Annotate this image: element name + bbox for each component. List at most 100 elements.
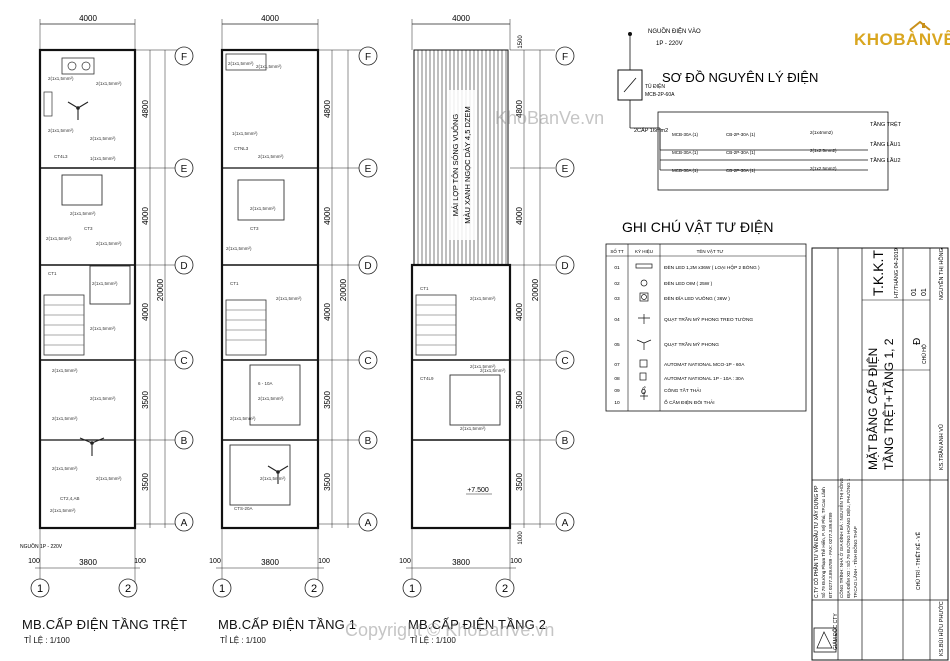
segment-dim: 4000	[141, 207, 150, 225]
svg-text:2(1x1,5mm²): 2(1x1,5mm²)	[96, 81, 122, 86]
svg-text:2(1x1,5mm²): 2(1x1,5mm²)	[92, 281, 118, 286]
plan-bottom-dim: 3800	[79, 558, 97, 567]
plan-floor-2: 4000 MÁI LỢP TÔN SÓNG VUÔNG MÀU XANH NGỌ…	[399, 14, 555, 598]
svg-text:2(1x1,5mm²): 2(1x1,5mm²)	[260, 476, 286, 481]
segment-dim: 3500	[141, 391, 150, 409]
legend-no: 07	[614, 362, 620, 368]
segment-dim: 3500	[141, 473, 150, 491]
svg-text:CT1: CT1	[420, 286, 429, 291]
row-label: C	[180, 356, 187, 367]
row-label: E	[365, 164, 372, 175]
tb-role: CHỦ TRÌ - THIẾT KẾ - VẼ	[915, 531, 922, 590]
schematic-source-spec: 1P - 220V	[656, 41, 683, 47]
svg-text:CT2,4,AB: CT2,4,AB	[60, 496, 80, 501]
row-label: D	[180, 261, 187, 272]
edge-dim: 100	[510, 558, 522, 565]
segment-dim: 4800	[141, 100, 150, 118]
total-dim: 20000	[339, 278, 348, 301]
svg-text:CTNL3: CTNL3	[234, 146, 249, 151]
svg-text:2(1x1,5mm²): 2(1x1,5mm²)	[52, 466, 78, 471]
edge-dim: 100	[28, 558, 40, 565]
watermark-center: KhoBanVe.vn	[495, 108, 605, 128]
segment-dim: 4800	[515, 100, 524, 118]
svg-text:CT4L9: CT4L9	[420, 376, 434, 381]
plan-top-dim: 4000	[261, 14, 279, 23]
svg-text:2(1x1,5mm²): 2(1x1,5mm²)	[228, 61, 254, 66]
edge-dim: 100	[399, 558, 411, 565]
svg-text:CT4L3: CT4L3	[54, 154, 68, 159]
logo-text: KHOBÀNVẼ	[854, 30, 950, 49]
total-dim: 20000	[156, 278, 165, 301]
edge-dim: 100	[318, 558, 330, 565]
svg-text:2(1x1,5mm²): 2(1x1,5mm²)	[470, 296, 496, 301]
panel-label: TỦ ĐIỆN	[645, 82, 665, 90]
tb-sheet: 01	[911, 288, 918, 296]
segment-dim: 4000	[515, 303, 524, 321]
schematic-breaker: MCB-30A (1)	[672, 168, 699, 173]
segment-dim: 4800	[323, 100, 332, 118]
legend-name: ĐÈN LED 1,2M x36W ( LOẠI HỘP 2 BÓNG )	[664, 264, 760, 271]
watermark-bottom: Copyright © KhoBanVe.vn	[345, 620, 555, 640]
row-label: C	[364, 356, 371, 367]
svg-text:2(1x1,5mm²): 2(1x1,5mm²)	[90, 326, 116, 331]
edge-dim: 100	[134, 558, 146, 565]
svg-text:2(1x1,5mm²): 2(1x1,5mm²)	[90, 136, 116, 141]
svg-text:2(1x1,5mm²): 2(1x1,5mm²)	[48, 76, 74, 81]
side-dim: 1000	[518, 531, 524, 545]
svg-text:CT3: CT3	[84, 226, 93, 231]
grid-col-label: 1	[219, 583, 225, 595]
legend-no: 03	[614, 296, 620, 302]
legend-name: QUẠT TRẦN MỸ PHONG TREO TƯỜNG	[664, 316, 753, 323]
legend-no: 01	[614, 265, 620, 271]
legend-no: 10	[614, 400, 620, 406]
svg-text:CT1: CT1	[230, 281, 239, 286]
schematic-cb: CB-2P-30A (1)	[726, 168, 756, 173]
row-label: A	[365, 518, 372, 529]
roof-label: MÁI LỢP TÔN SÓNG VUÔNG	[451, 114, 460, 217]
schematic-dest: TẦNG TRỆT	[870, 120, 902, 128]
plan-scale-ground: TỈ LỆ : 1/100	[24, 636, 70, 645]
tb-project: CÔNG TRÌNH: NHÀ Ở GIA ĐÌNH BÀ : NGUYỄN T…	[838, 478, 844, 598]
legend-name: CÔNG TẮT THẢI	[664, 386, 701, 394]
khobanve-logo: KHOBÀNVẼ	[848, 18, 950, 54]
legend-no: 02	[614, 281, 620, 287]
legend-name: Ổ CẮM ĐIỆN ĐÔI THẢI	[664, 398, 715, 406]
legend-no: 09	[614, 388, 620, 394]
tb-rev: Đ	[912, 338, 923, 345]
legend-title: GHI CHÚ VẬT TƯ ĐIỆN	[622, 219, 773, 235]
plan-title-ground: MB.CẤP ĐIỆN TẦNG TRỆT	[22, 617, 188, 632]
title-block: C.TY CỔ PHẦN TƯ VẤN ĐẦU TƯ XÂY DỰNG PP S…	[811, 247, 949, 661]
grid-col-label: 1	[37, 583, 43, 595]
svg-text:2(1x1,5mm²): 2(1x1,5mm²)	[258, 396, 284, 401]
svg-text:6 - 10A: 6 - 10A	[258, 381, 273, 386]
tb-address: Số 79 Đường Phạm Thế Hiển, P. Mỹ Phú, TP…	[820, 487, 826, 598]
svg-text:2(1x1,5mm²): 2(1x1,5mm²)	[258, 154, 284, 159]
level-mark: +7.500	[467, 487, 489, 494]
svg-text:2(1x1,5mm²): 2(1x1,5mm²)	[276, 296, 302, 301]
row-label: A	[562, 518, 569, 529]
svg-text:1(1x1,5mm²): 1(1x1,5mm²)	[232, 131, 258, 136]
tb-city: TP.CAO LÃNH - TỈNH ĐỒNG THÁP	[852, 526, 858, 598]
svg-text:2(1x1,5mm²): 2(1x1,5mm²)	[460, 426, 486, 431]
segment-dim: 4000	[515, 207, 524, 225]
svg-text:2(1x1,5mm²): 2(1x1,5mm²)	[480, 368, 506, 373]
svg-text:2(1x1,5mm²): 2(1x1,5mm²)	[256, 64, 282, 69]
row-label: E	[181, 164, 188, 175]
legend-no: 05	[614, 342, 620, 348]
row-bubbles	[174, 46, 575, 532]
legend-header: SỐ TT	[610, 248, 623, 254]
tb-drawing-title: MẶT BẰNG CẤP ĐIỆN	[865, 348, 880, 470]
plan-scale-floor1: TỈ LỆ : 1/100	[220, 636, 266, 645]
svg-text:2(1x1,5mm²): 2(1x1,5mm²)	[96, 241, 122, 246]
roof-label: MÀU XANH NGỌC DÀY 4,5 DZEM	[463, 106, 472, 223]
tb-phone: ĐT: 0277.3.89.6789 - FAX: 0277.3.89.6789	[828, 512, 833, 598]
svg-text:1(1x1,5mm²): 1(1x1,5mm²)	[90, 156, 116, 161]
house-icon	[909, 20, 931, 31]
power-source-note: NGUỒN 1P - 220V	[20, 543, 63, 550]
row-label: F	[181, 52, 187, 63]
tb-role: GIÁM ĐỐC CTY	[832, 613, 839, 650]
legend-header: KÝ HIỆU	[635, 247, 653, 254]
schematic-title: SƠ ĐỒ NGUYÊN LÝ ĐIỆN	[662, 70, 818, 85]
legend-name: AUTOMAT NATIONAL 1P - 10A : 30A	[664, 376, 745, 382]
schematic-cable: 2CÁP 16mm2	[634, 127, 668, 134]
